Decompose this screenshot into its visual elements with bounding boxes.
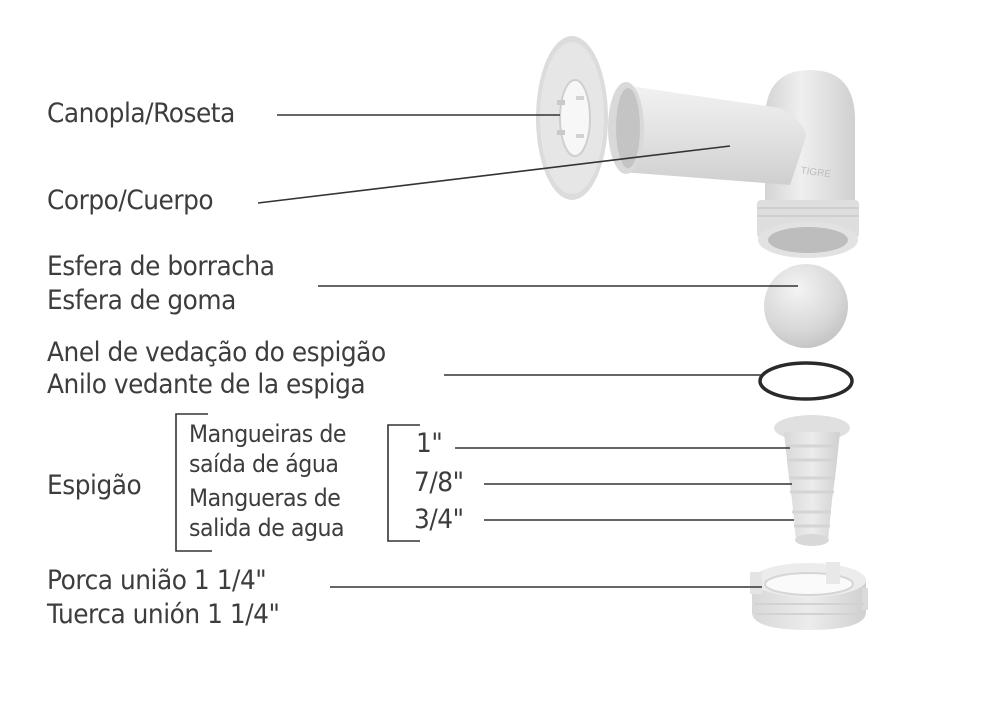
label-size-1: 1" — [416, 428, 443, 459]
brackets — [175, 413, 420, 552]
porca-part — [750, 562, 868, 630]
label-espigao: Espigão — [47, 470, 142, 501]
label-hoses-es-1: Mangueras de — [189, 484, 341, 512]
label-canopla: Canopla/Roseta — [47, 98, 235, 129]
label-porca-es: Tuerca unión 1 1/4" — [47, 599, 280, 630]
label-anel-pt: Anel de vedação do espigão — [47, 337, 386, 368]
canopla-part — [536, 36, 608, 200]
label-esfera-pt: Esfera de borracha — [47, 251, 275, 282]
espigao-part — [774, 415, 850, 546]
label-hoses-pt-2: saída de água — [189, 450, 339, 478]
corpo-part: TIGRE — [608, 70, 859, 258]
label-size-7-8: 7/8" — [414, 467, 464, 498]
label-hoses-es-2: salida de agua — [189, 514, 345, 542]
brand-mark: TIGRE — [800, 165, 832, 180]
label-esfera-es: Esfera de goma — [47, 285, 236, 316]
label-corpo: Corpo/Cuerpo — [47, 185, 214, 216]
label-anel-es: Anilo vedante de la espiga — [47, 369, 366, 400]
esfera-part — [764, 264, 848, 348]
label-size-3-4: 3/4" — [414, 504, 464, 535]
anel-part — [758, 361, 854, 401]
label-porca-pt: Porca união 1 1/4" — [47, 565, 267, 596]
leader-lines — [257, 114, 798, 588]
label-hoses-pt-1: Mangueiras de — [189, 420, 347, 448]
